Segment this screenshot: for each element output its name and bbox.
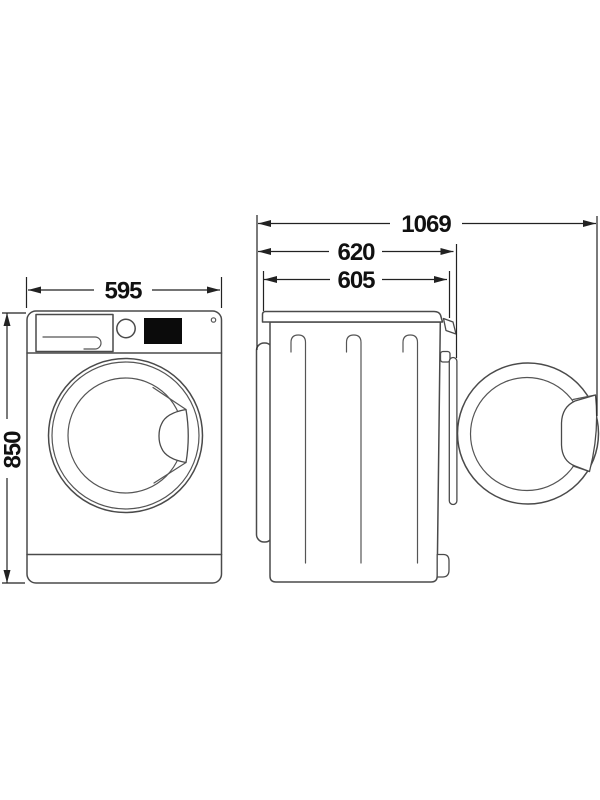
arrow-left-icon xyxy=(258,220,271,227)
detergent-drawer-handle xyxy=(42,336,102,350)
width-label: 595 xyxy=(104,278,142,305)
dimension-depth-overall: 620 xyxy=(258,239,458,358)
door-handle-cut-bottom xyxy=(153,461,187,484)
panel-ridge-1 xyxy=(290,334,307,564)
arrow-down-icon xyxy=(3,570,11,583)
arrow-right-icon xyxy=(440,248,454,255)
open-door xyxy=(456,362,600,505)
door-outer-ring xyxy=(47,357,204,514)
door-handle-cut-top xyxy=(152,386,187,411)
arrow-right-icon xyxy=(207,286,220,294)
depth-overall-label: 620 xyxy=(337,239,375,266)
door-rim-strip xyxy=(448,356,458,506)
height-label: 850 xyxy=(0,431,27,469)
arrow-left-icon xyxy=(258,248,271,255)
power-indicator-icon xyxy=(210,317,217,323)
dimension-height: 850 xyxy=(0,312,27,584)
side-view xyxy=(255,310,600,583)
dimension-depth-door-open: 1069 xyxy=(256,211,598,416)
open-door-outer-ring xyxy=(456,362,600,505)
open-door-edge xyxy=(442,317,457,335)
arrow-left-icon xyxy=(28,286,41,294)
program-knob-icon xyxy=(116,318,136,339)
dimension-width: 595 xyxy=(25,277,223,308)
door-handle xyxy=(158,408,189,464)
panel-ridge-2 xyxy=(345,334,362,564)
depth-door-open-label: 1069 xyxy=(401,211,451,238)
front-view xyxy=(26,310,223,584)
front-door xyxy=(47,357,204,514)
arrow-right-icon xyxy=(583,220,596,227)
side-cabinet xyxy=(269,321,442,583)
top-hinge xyxy=(439,350,451,363)
dimensions: 595 850 1069 62 xyxy=(0,211,598,584)
dimension-depth-body: 605 xyxy=(262,267,451,318)
top-lid xyxy=(261,310,444,323)
bottom-hinge-foot xyxy=(436,553,450,578)
door-outer-ring-inner xyxy=(51,361,200,510)
panel-ridge-3 xyxy=(402,334,419,564)
display-panel xyxy=(144,318,182,344)
depth-body-label: 605 xyxy=(337,267,375,294)
arrow-left-icon xyxy=(264,276,277,283)
open-door-handle xyxy=(560,394,598,473)
arrow-right-icon xyxy=(434,276,447,283)
arrow-up-icon xyxy=(3,313,11,326)
detergent-drawer xyxy=(35,313,114,353)
